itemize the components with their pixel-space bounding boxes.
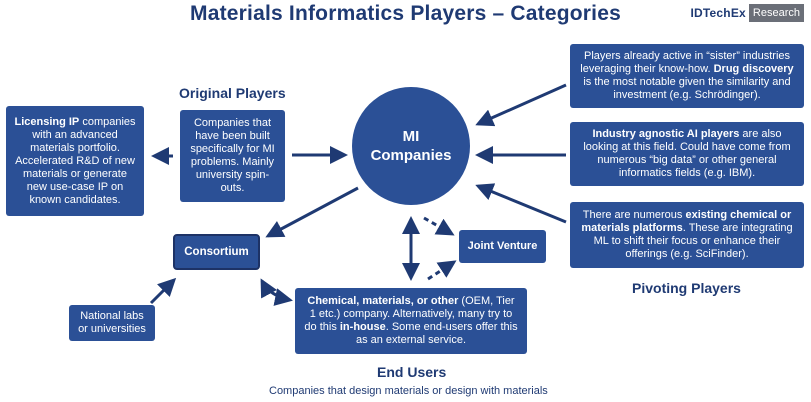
idtechex-logo: IDTechEx Research: [691, 4, 804, 22]
companies-label: Companies: [370, 147, 452, 164]
agnostic-ai-box: Industry agnostic AI players are also lo…: [570, 122, 804, 186]
platforms-text1: There are numerous: [582, 209, 686, 221]
platforms-box: There are numerous existing chemical or …: [570, 202, 804, 268]
arrow-mi-to-consortium: [265, 186, 359, 238]
page-title: Materials Informatics Players – Categori…: [190, 2, 621, 25]
consortium-box: Consortium: [173, 234, 260, 270]
end-user-text1: (OEM, Tier 1 etc.) company. Alternativel…: [304, 295, 515, 333]
arrow-mi-to-jv: [423, 216, 455, 236]
logo-tag: Research: [748, 4, 804, 22]
joint-venture-box: Joint Venture: [459, 230, 546, 263]
end-users-label: End Users: [377, 364, 447, 380]
agnostic-text: are also looking at this field. Could ha…: [583, 128, 791, 179]
sister-text2: is the most notable given the similarity…: [583, 76, 791, 101]
sister-text1: Players already active in “sister” indus…: [580, 50, 791, 75]
original-players-box: Companies that have been built specifica…: [180, 110, 285, 202]
original-text: Companies that have been built specifica…: [190, 117, 275, 194]
original-players-label: Original Players: [179, 85, 286, 101]
consortium-text: Consortium: [184, 246, 249, 258]
national-labs-box: National labs or universities: [69, 305, 155, 341]
arrow-sister-to-mi: [475, 83, 567, 127]
sister-industries-box: Players already active in “sister” indus…: [570, 44, 804, 108]
national-labs-text: National labs or universities: [78, 310, 146, 335]
platforms-bold: existing chemical or materials platforms: [581, 209, 792, 234]
licensing-ip-box: Licensing IP companies with an advanced …: [6, 106, 144, 216]
arrow-consortium-end-user: [260, 278, 293, 306]
platforms-text2: . These are integrating ML to shift thei…: [593, 222, 793, 260]
end-users-subtitle: Companies that design materials or desig…: [269, 385, 548, 397]
end-user-text2: . Some end-users offer this as an extern…: [355, 321, 518, 346]
arrow-labs-to-consortium: [149, 277, 177, 305]
end-user-bold2: in-house: [339, 321, 386, 333]
agnostic-bold: Industry agnostic AI players: [592, 128, 740, 140]
joint-venture-text: Joint Venture: [467, 240, 538, 252]
pivoting-players-label: Pivoting Players: [632, 280, 741, 296]
mi-label: MI: [402, 128, 420, 145]
mi-companies-circle: MI Companies: [352, 87, 470, 205]
sister-bold: Drug discovery: [713, 63, 794, 75]
arrow-enduser-to-jv: [427, 260, 457, 281]
logo-brand: IDTechEx: [690, 6, 746, 20]
end-user-box: Chemical, materials, or other (OEM, Tier…: [295, 288, 527, 354]
licensing-text: companies with an advanced materials por…: [15, 115, 136, 206]
end-user-bold1: Chemical, materials, or other: [307, 295, 459, 307]
arrow-platforms-to-mi: [475, 183, 567, 224]
licensing-bold: Licensing IP: [14, 115, 80, 128]
